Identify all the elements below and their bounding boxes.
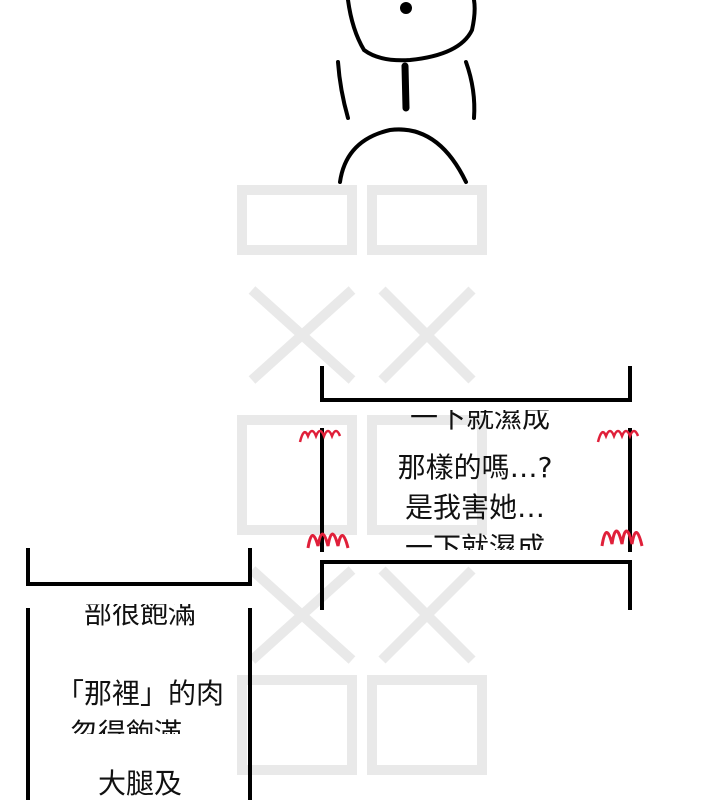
panel-left-line-2-wrap: 忽得飽滿… [40,712,240,734]
panel-right-cut-line-wrap: 一下就濕成 [360,410,600,438]
panel-right-line-2: 是我害她… [404,491,545,524]
panel-right-cut-line: 一下就濕成 [409,410,550,434]
panel-left-cut-line: 部很飽滿 [83,604,196,626]
pink-scribble-icon [298,429,342,443]
pink-scribble-icon [600,529,644,547]
pink-scribble-icon [306,532,350,549]
panel-left-line-2: 忽得飽滿… [69,717,210,734]
panel-left-line-1: 「那裡」的肉 [55,677,224,710]
panel-right-line-1: 那樣的嗎…? [397,451,553,484]
figure-outline-icon [336,0,477,184]
pink-scribble-icon [596,429,640,443]
panel-left-line-3: 大腿及 [97,767,182,800]
panel-right-line-3: 一下就濕成 [404,531,545,550]
panel-left-cut-line-wrap: 部很飽滿 [40,604,240,626]
watermark-pattern [237,185,487,775]
panel-right-line-3-wrap: 一下就濕成 [350,526,600,550]
